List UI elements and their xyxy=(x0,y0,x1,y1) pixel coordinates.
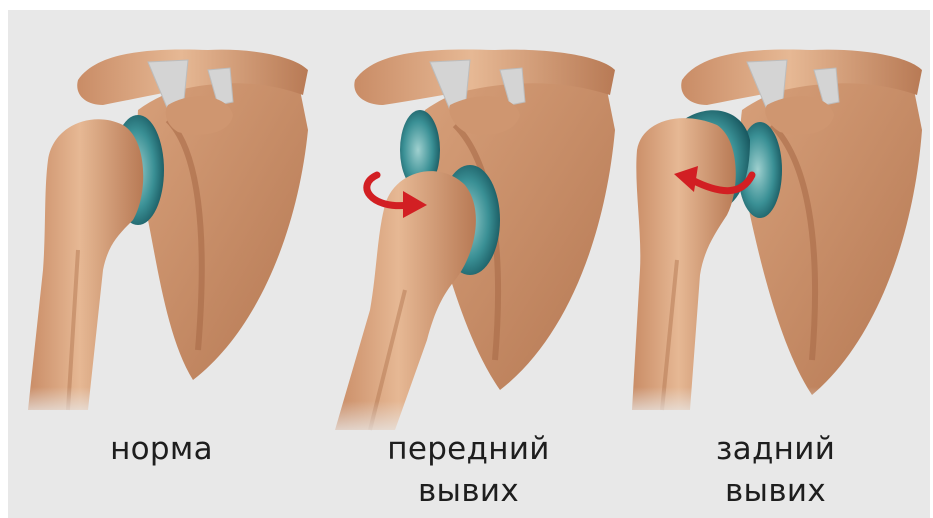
caption-posterior-line-1: задний xyxy=(622,428,929,470)
caption-anterior: передний вывих xyxy=(315,428,622,512)
caption-normal: норма xyxy=(8,428,315,470)
coracoid xyxy=(166,96,233,134)
caption-anterior-line-2: вывих xyxy=(315,470,622,512)
panel-normal: норма xyxy=(8,10,315,518)
figure-canvas: норма xyxy=(8,10,930,518)
panel-posterior: задний вывих xyxy=(622,10,929,518)
caption-posterior-line-2: вывих xyxy=(622,470,929,512)
caption-anterior-line-1: передний xyxy=(315,428,622,470)
caption-normal-line-1: норма xyxy=(8,428,315,470)
caption-posterior: задний вывих xyxy=(622,428,929,512)
panel-anterior: передний вывих xyxy=(315,10,622,518)
